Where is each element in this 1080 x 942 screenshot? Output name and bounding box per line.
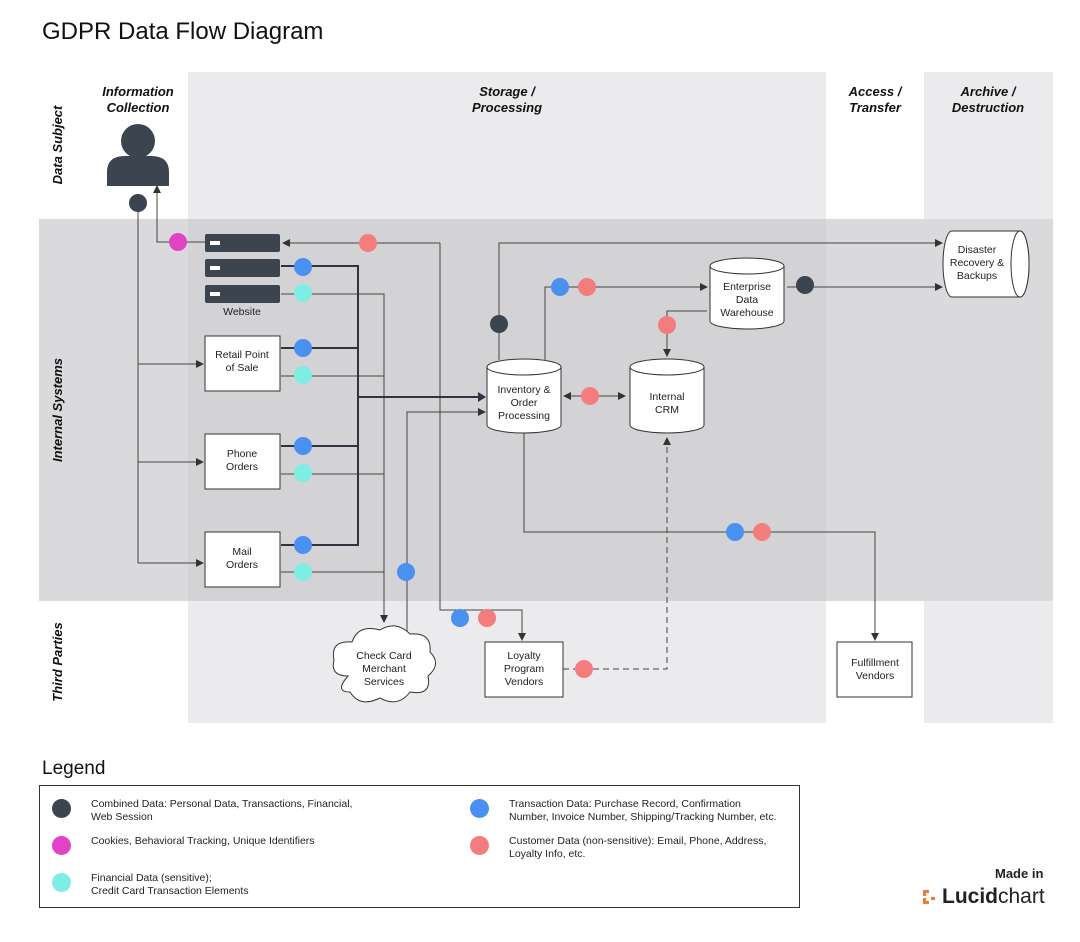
transaction-data-dot (551, 278, 569, 296)
transaction-data-dot (294, 536, 312, 554)
customer-data-dot (478, 609, 496, 627)
legend-item-financial: Financial Data (sensitive);Credit Card T… (52, 872, 249, 898)
transaction-data-dot (397, 563, 415, 581)
transaction-dot-icon (470, 799, 489, 818)
data-dots (129, 194, 814, 678)
cookies-dot-icon (52, 836, 71, 855)
website-label: Website (223, 306, 261, 318)
legend-box: Combined Data: Personal Data, Transactio… (39, 785, 800, 908)
combined-data-dot (796, 276, 814, 294)
financial-data-dot (294, 464, 312, 482)
combined-data-dot (490, 315, 508, 333)
customer-data-dot (581, 387, 599, 405)
diagram-title: GDPR Data Flow Diagram (42, 18, 324, 45)
legend-title: Legend (42, 758, 106, 779)
financial-data-dot (294, 284, 312, 302)
legend-item-cookies: Cookies, Behavioral Tracking, Unique Ide… (52, 835, 315, 855)
customer-data-dot (753, 523, 771, 541)
website-server-icon (205, 234, 280, 303)
made-in-label: Made in (995, 866, 1044, 881)
customer-dot-icon (470, 836, 489, 855)
col-header-storage: Storage /Processing (472, 84, 542, 115)
financial-data-dot (294, 366, 312, 384)
col-header-access: Access /Transfer (848, 84, 903, 115)
transaction-data-dot (294, 339, 312, 357)
cookies-data-dot (169, 233, 187, 251)
row-header-internal: Internal Systems (50, 358, 65, 462)
combined-data-dot (129, 194, 147, 212)
row-header-subject: Data Subject (50, 105, 65, 184)
lucidchart-logo: Lucidchart (920, 885, 1045, 909)
transaction-data-dot (294, 437, 312, 455)
financial-data-dot (294, 563, 312, 581)
col-header-archive: Archive /Destruction (952, 84, 1024, 115)
legend-item-customer: Customer Data (non-sensitive): Email, Ph… (470, 835, 766, 861)
combined-dot-icon (52, 799, 71, 818)
data-subject-person-icon (107, 124, 169, 186)
customer-data-dot (658, 316, 676, 334)
lucid-logo-icon (923, 890, 935, 904)
transaction-data-dot (726, 523, 744, 541)
customer-data-dot (578, 278, 596, 296)
customer-data-dot (575, 660, 593, 678)
legend-item-combined: Combined Data: Personal Data, Transactio… (52, 798, 352, 824)
row-header-third: Third Parties (50, 622, 65, 701)
financial-dot-icon (52, 873, 71, 892)
customer-data-dot (359, 234, 377, 252)
legend-item-transaction: Transaction Data: Purchase Record, Confi… (470, 798, 776, 824)
transaction-data-dot (294, 258, 312, 276)
transaction-data-dot (451, 609, 469, 627)
